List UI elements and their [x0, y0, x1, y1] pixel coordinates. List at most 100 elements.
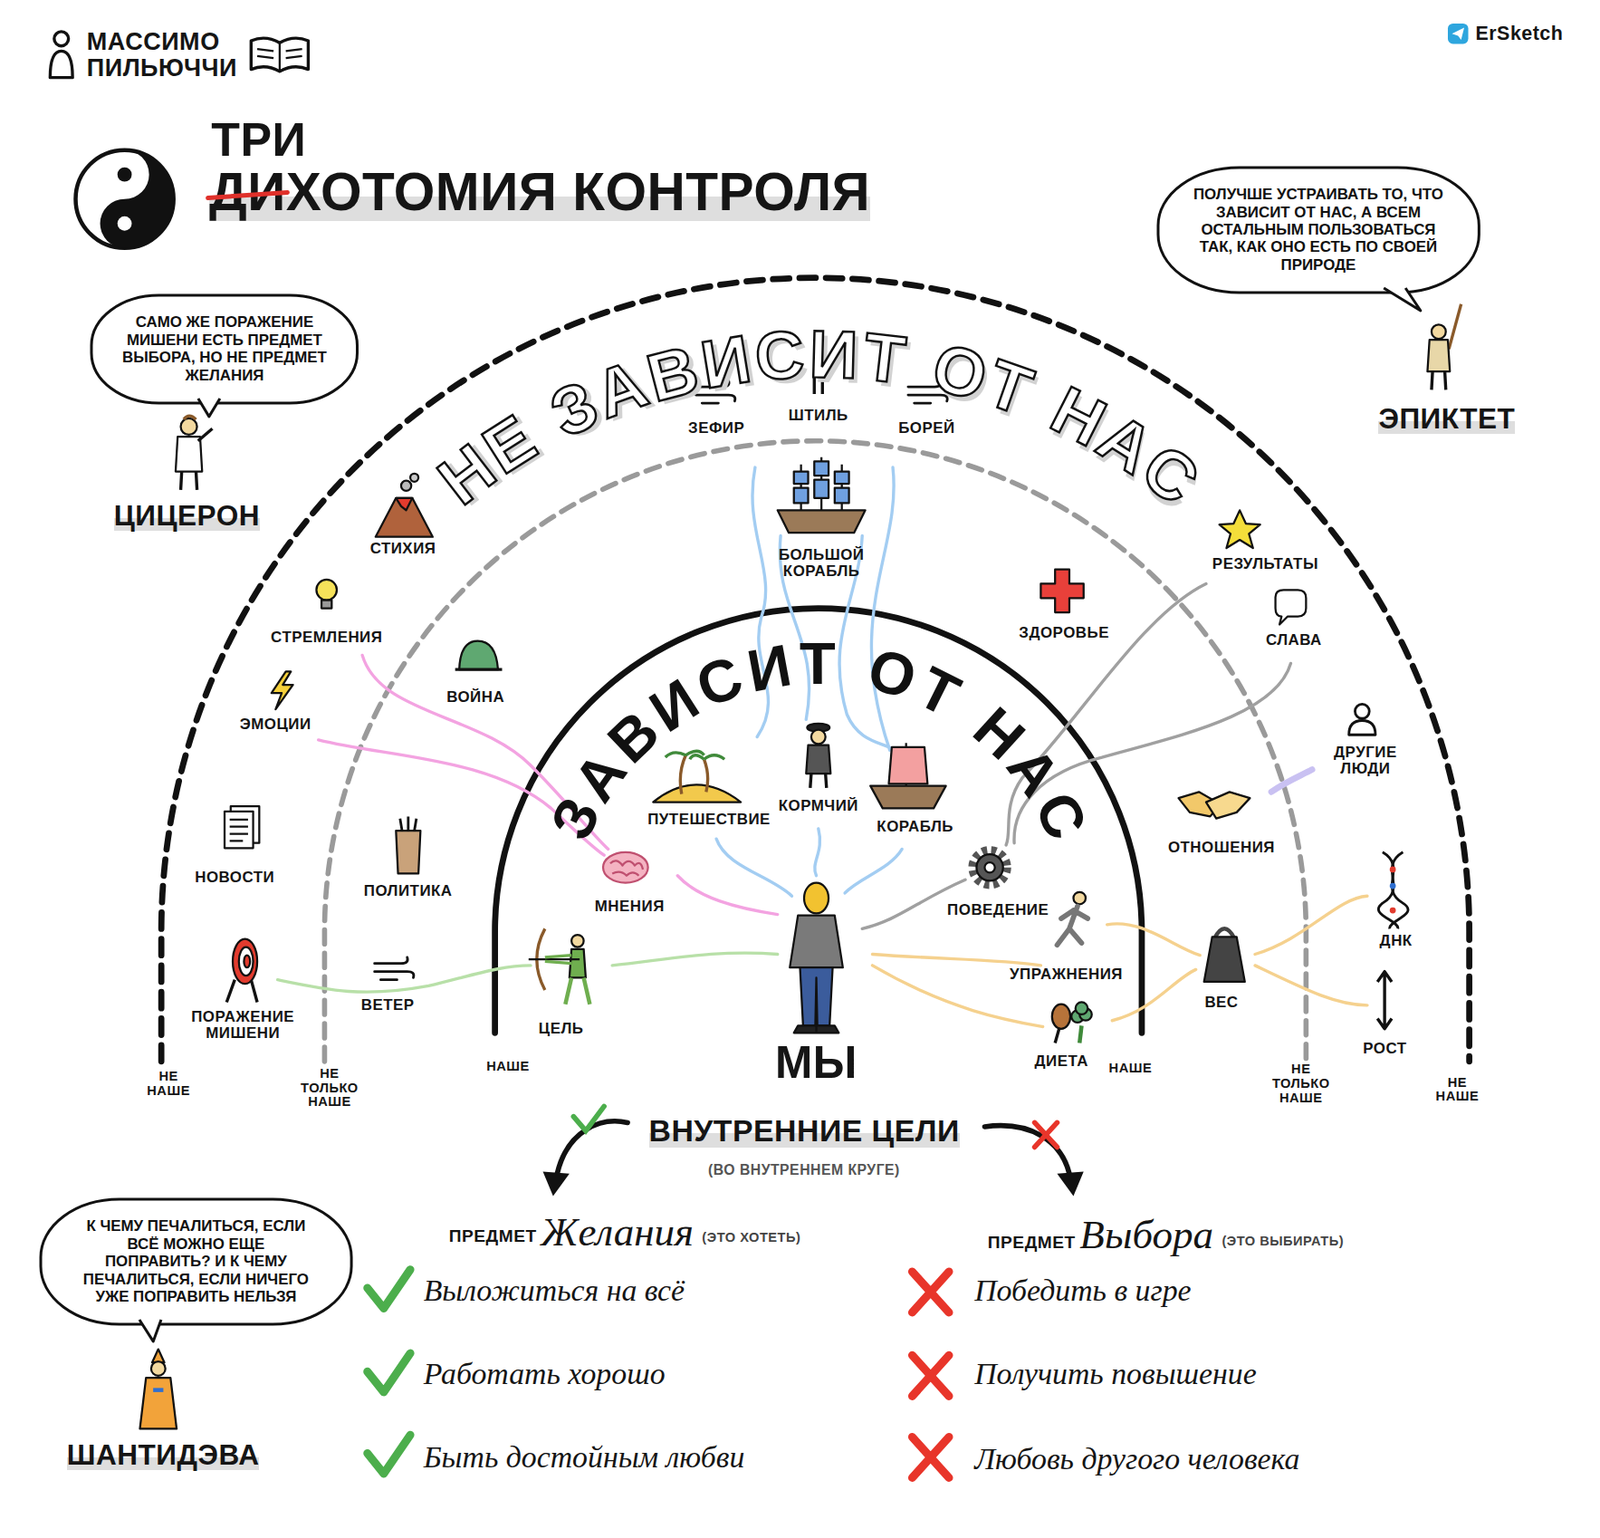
helmsman-icon	[811, 729, 826, 745]
rings	[161, 277, 1469, 1062]
rings	[495, 608, 1142, 1034]
yin-yang	[100, 150, 174, 249]
helmsman-icon	[810, 773, 827, 788]
target-icon	[243, 955, 250, 968]
arc-letter: Т	[859, 323, 909, 395]
dna-icon	[1389, 907, 1397, 914]
rings	[161, 277, 1469, 1062]
ring-label: НАШЕ	[486, 1059, 530, 1074]
bubble-text: К ЧЕМУ ПЕЧАЛИТЬСЯ, ЕСЛИ ВСЁ МОЖНО ЕЩЕ ПО…	[38, 1216, 354, 1305]
epictetus-figure	[1427, 339, 1450, 372]
archer-icon	[528, 958, 580, 960]
big-ship-icon	[794, 471, 809, 485]
link-lines	[716, 838, 792, 896]
dna-icon	[1378, 852, 1403, 930]
diet-icon	[1052, 1001, 1093, 1043]
item-label: ДИЕТА	[1034, 1053, 1088, 1070]
item-label: ВОЙНА	[446, 689, 505, 706]
item-label: КОРМЧИЙ	[778, 797, 859, 815]
list-item: Любовь другого человека	[974, 1442, 1300, 1476]
list-item: Быть достойным любви	[423, 1440, 746, 1475]
epictetus-figure	[1427, 304, 1461, 391]
item-label: ЗДОРОВЬЕ	[1018, 624, 1110, 642]
link-lines	[844, 848, 902, 892]
link-lines	[1255, 965, 1368, 1006]
link-lines	[1107, 923, 1201, 956]
arc-letter: С	[753, 321, 807, 393]
news-icon	[229, 819, 249, 842]
item-label: ВЕТЕР	[361, 996, 415, 1014]
weight-icon	[1204, 936, 1246, 982]
goal-arrows	[984, 1125, 1070, 1174]
dna-icon	[1389, 882, 1397, 890]
gear-icon	[984, 862, 995, 872]
volcano-icon	[410, 473, 419, 482]
ring-label: НЕ ТОЛЬКО НАШЕ	[293, 1066, 365, 1110]
item-label: ДРУГИЕ ЛЮДИ	[1324, 744, 1407, 778]
goal-arrows	[543, 1105, 1084, 1196]
item-label: КОРАБЛЬ	[876, 818, 954, 835]
cross-marks	[911, 1271, 949, 1313]
link-lines	[612, 952, 778, 966]
podium-icon	[395, 830, 421, 873]
list-item: Работать хорошо	[423, 1357, 666, 1391]
ring-label: НЕ НАШЕ	[143, 1069, 194, 1099]
speech-bubble: К ЧЕМУ ПЕЧАЛИТЬСЯ, ЕСЛИ ВСЁ МОЖНО ЕЩЕ ПО…	[38, 1197, 354, 1326]
yin-yang	[117, 216, 133, 231]
brain-icon	[610, 860, 643, 875]
author-icons	[250, 38, 308, 72]
shantideva-figure	[139, 1349, 177, 1429]
item-label: БОЛЬШОЙ КОРАБЛЬ	[773, 546, 871, 581]
link-lines	[277, 467, 1368, 1026]
arc-letter: Т	[799, 633, 836, 694]
goal-arrows	[573, 1105, 604, 1131]
volcano-icon	[375, 498, 433, 537]
news-icon	[224, 811, 254, 849]
island-icon	[680, 755, 708, 795]
helmsman-icon	[805, 723, 831, 788]
arc-letter	[840, 634, 864, 696]
bulb-icon	[321, 600, 332, 609]
shantideva-figure	[151, 1360, 166, 1376]
runner-icon	[1056, 906, 1088, 946]
epictetus-figure	[1431, 371, 1447, 390]
big-ship-icon	[834, 488, 850, 504]
item-label: БОРЕЙ	[898, 420, 955, 437]
archer-icon	[571, 934, 585, 948]
link-lines	[871, 954, 1041, 966]
volcano-icon	[375, 473, 433, 537]
telegram-icon	[1451, 27, 1465, 40]
cicero-figure	[183, 415, 197, 420]
arc-letter: И	[808, 321, 859, 391]
link-lines	[677, 875, 777, 915]
link-lines	[277, 965, 531, 992]
bubble-tail	[198, 398, 221, 417]
check-marks	[367, 1269, 411, 1309]
link-lines	[871, 467, 894, 750]
big-ship-icon	[834, 471, 850, 485]
archer-icon	[545, 955, 572, 964]
dna-icon	[1389, 866, 1397, 873]
section-note: (ВО ВНУТРЕННЕМ КРУГЕ)	[708, 1161, 901, 1178]
person-icon	[800, 967, 834, 1026]
link-lines	[1255, 895, 1368, 954]
dna-icon	[1378, 852, 1409, 930]
link-lines	[1111, 968, 1196, 1020]
lightning-icon	[271, 670, 294, 709]
shantideva-figure	[139, 1377, 177, 1428]
author-name: МАССИМО ПИЛЬЮЧЧИ	[86, 28, 240, 82]
big-ship-icon	[777, 509, 866, 533]
link-lines	[871, 895, 1367, 1026]
list-item: Получить повышение	[974, 1357, 1257, 1391]
person-name: ЭПИКТЕТ	[1378, 402, 1515, 434]
telegram-icon	[1447, 23, 1469, 45]
item-label: СТРЕМЛЕНИЯ	[270, 629, 383, 646]
island-icon	[652, 784, 741, 802]
runner-icon	[1056, 891, 1088, 946]
cicero-figure	[175, 415, 213, 490]
list-item: Выложиться на всё	[423, 1274, 685, 1308]
item-label: СТИХИЯ	[370, 540, 437, 557]
helmet-icon	[455, 667, 503, 671]
goal-arrows	[1056, 1170, 1083, 1196]
brain-icon	[603, 852, 649, 883]
